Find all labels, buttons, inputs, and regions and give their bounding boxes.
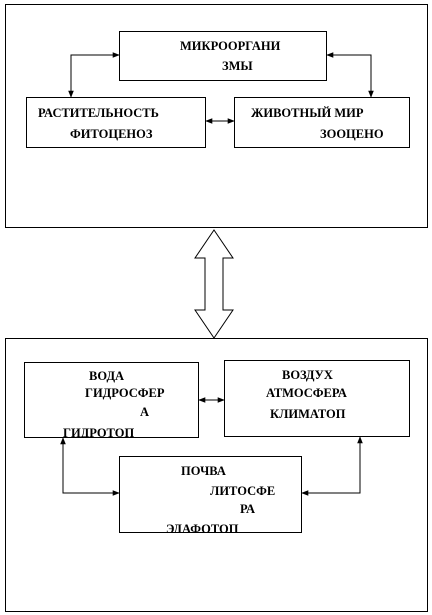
air-box: ВОЗДУХ АТМОСФЕРА КЛИМАТОП (224, 360, 410, 437)
water-label-line2: ГИДРОСФЕР (85, 386, 165, 400)
link-air-soil (301, 436, 363, 496)
animals-box: ЖИВОТНЫЙ МИР ЗООЦЕНО (234, 97, 410, 148)
animals-label-line2: ЗООЦЕНО (320, 127, 384, 141)
microorganisms-box: МИКРООРГАНИ ЗМЫ (119, 31, 327, 81)
vegetation-label-line2: ФИТОЦЕНОЗ (70, 127, 153, 141)
soil-label-line4: ЭДАФОТОП (166, 522, 239, 533)
soil-box: ПОЧВА ЛИТОСФЕ РА ЭДАФОТОП (119, 456, 302, 533)
air-label-line1: ВОЗДУХ (282, 368, 333, 382)
vegetation-label-line1: РАСТИТЕЛЬНОСТЬ (38, 106, 159, 120)
soil-label-line2: ЛИТОСФЕ (210, 484, 276, 498)
water-label-line4: ГИДРОТОП (63, 426, 135, 438)
water-label-line3: А (140, 405, 150, 419)
water-box: ВОДА ГИДРОСФЕР А ГИДРОТОП (24, 362, 199, 438)
air-label-line2: АТМОСФЕРА (266, 386, 347, 400)
link-micro-animals (326, 52, 374, 98)
vegetation-box: РАСТИТЕЛЬНОСТЬ ФИТОЦЕНОЗ (26, 97, 206, 148)
microorganisms-label-line2: ЗМЫ (222, 59, 253, 73)
link-water-soil (60, 437, 120, 496)
soil-label-line1: ПОЧВА (181, 464, 226, 478)
water-label-line1: ВОДА (89, 369, 125, 383)
link-micro-vegetation (68, 52, 120, 98)
big-double-arrow (194, 229, 234, 339)
animals-label-line1: ЖИВОТНЫЙ МИР (251, 106, 364, 120)
air-label-line3: КЛИМАТОП (270, 407, 346, 421)
microorganisms-label-line1: МИКРООРГАНИ (180, 39, 281, 53)
soil-label-line3: РА (240, 502, 256, 516)
